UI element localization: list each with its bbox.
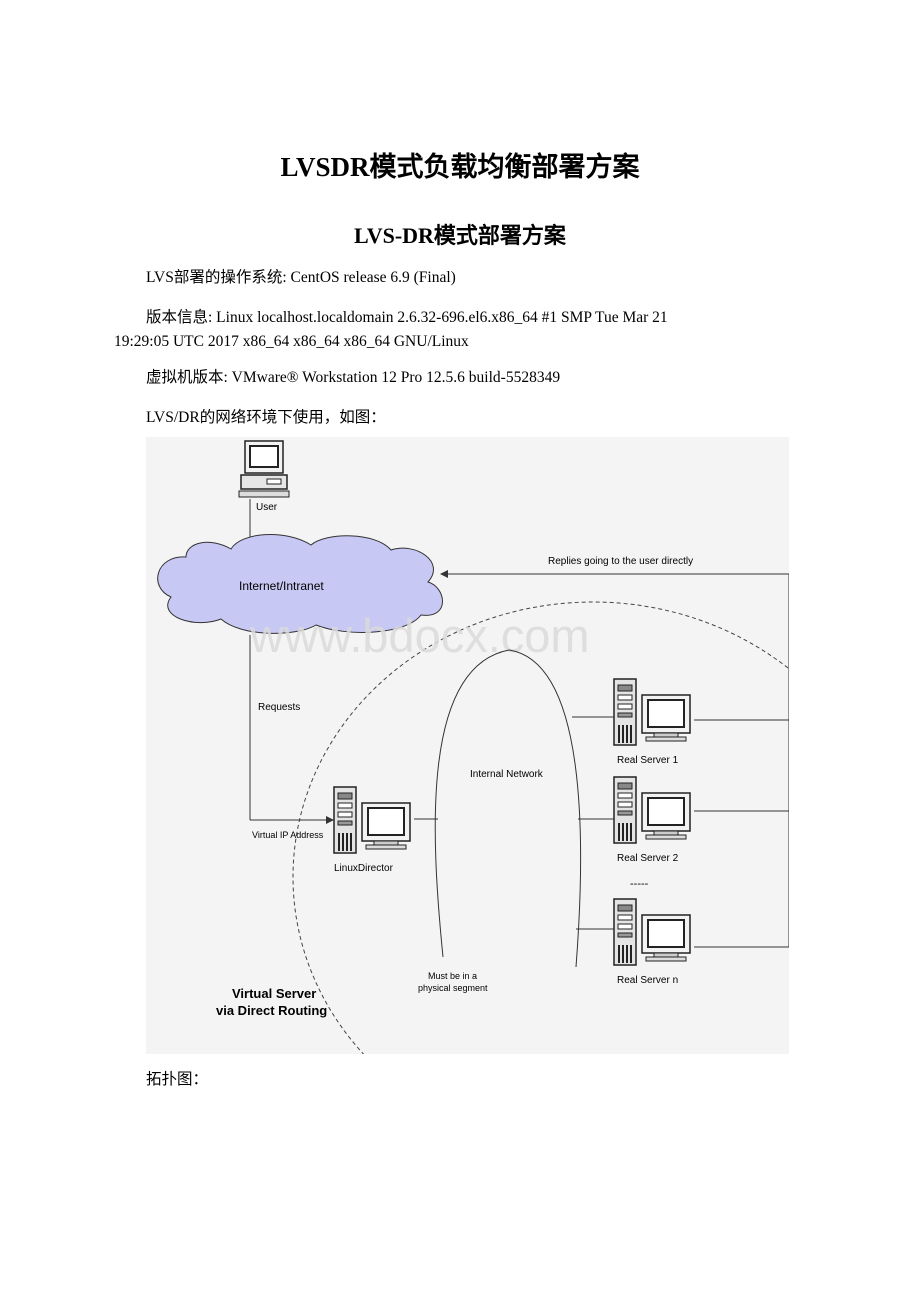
real-server-n-icon: [614, 899, 690, 965]
version-line-1: 版本信息: Linux localhost.localdomain 2.6.32…: [146, 309, 668, 326]
version-line-2: 19:29:05 UTC 2017 x86_64 x86_64 x86_64 G…: [114, 333, 469, 350]
lvs-dr-diagram: User Internet/Intranet www.bdocx.com Rep…: [146, 437, 789, 1054]
virtual-server-boundary: [292, 601, 789, 1054]
internet-cloud: [157, 534, 443, 634]
user-computer-icon: [238, 440, 290, 498]
requests-label: Requests: [258, 702, 300, 713]
linux-director-icon: [334, 787, 410, 853]
vip-label: Virtual IP Address: [252, 830, 324, 840]
user-label: User: [256, 502, 278, 513]
segment-label-1: Must be in a: [428, 971, 477, 981]
vm-paragraph: 虚拟机版本: VMware® Workstation 12 Pro 12.5.6…: [146, 369, 561, 386]
internal-network-label: Internal Network: [470, 769, 544, 780]
os-paragraph: LVS部署的操作系统: CentOS release 6.9 (Final): [146, 269, 456, 286]
real-server-n-label: Real Server n: [617, 975, 678, 986]
segment-label-2: physical segment: [418, 983, 488, 993]
diagram-caption-1: Virtual Server: [232, 986, 316, 1001]
real-server-2-label: Real Server 2: [617, 853, 679, 864]
watermark-text: www.bdocx.com: [249, 609, 590, 662]
more-servers-dashes: -----: [630, 878, 649, 890]
document-title: LVSDR模式负载均衡部署方案: [280, 152, 640, 182]
cloud-label: Internet/Intranet: [239, 579, 324, 593]
real-server-1-label: Real Server 1: [617, 755, 679, 766]
topology-label: 拓扑图：: [146, 1071, 209, 1088]
real-server-1-icon: [614, 679, 690, 745]
real-server-2-icon: [614, 777, 690, 843]
internal-network-arch: [434, 649, 582, 968]
replies-label: Replies going to the user directly: [548, 556, 693, 567]
intro-paragraph: LVS/DR的网络环境下使用，如图：: [146, 409, 386, 426]
director-label: LinuxDirector: [334, 863, 394, 874]
diagram-caption-2: via Direct Routing: [216, 1003, 327, 1018]
section-subtitle: LVS-DR模式部署方案: [354, 223, 566, 248]
version-paragraph: 版本信息: Linux localhost.localdomain 2.6.32…: [114, 306, 796, 354]
